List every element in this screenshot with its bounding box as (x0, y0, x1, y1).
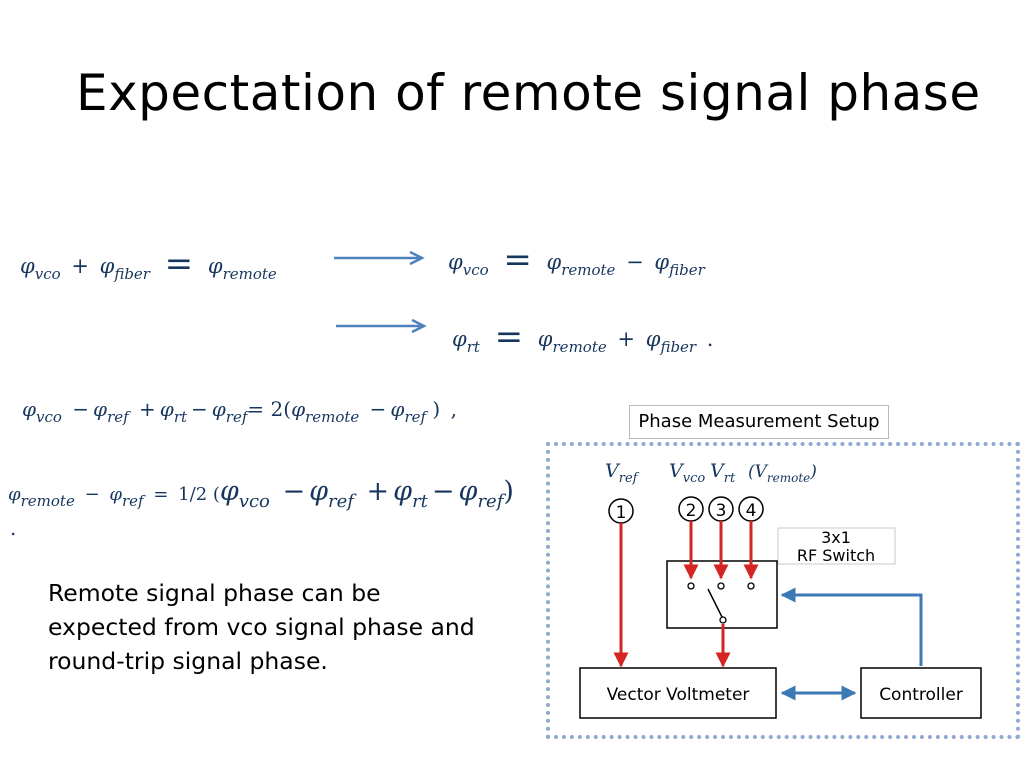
subscript-vco: vco (36, 408, 62, 426)
phi-symbol: φ (211, 397, 226, 421)
minus-operator: − (282, 476, 306, 507)
phi-symbol: φ (109, 484, 122, 505)
equation-phase-difference: φvco −φref +φrt−φref= 2(φremote −φref ) … (22, 397, 461, 425)
subscript-rt: rt (412, 491, 428, 512)
minus-operator: − (626, 250, 644, 274)
minus-operator: − (84, 484, 100, 505)
control-line-arrow (780, 587, 923, 666)
switch-label-box (777, 527, 896, 565)
two-open-paren: 2( (270, 397, 292, 421)
subscript-fiber: fiber (669, 261, 705, 279)
subscript-vco: vco (462, 261, 489, 279)
close-paren: ) (432, 397, 441, 421)
subscript-fiber: fiber (114, 265, 150, 283)
subscript-remote: remote (305, 408, 360, 426)
subscript-remote: remote (561, 261, 616, 279)
label-v-rt: Vrt (710, 460, 736, 486)
port-3: 3 (708, 496, 734, 522)
plus-operator: + (139, 397, 156, 421)
subscript-ref: ref (477, 491, 504, 512)
description-text: Remote signal phase can be expected from… (48, 579, 475, 675)
phi-symbol: φ (159, 397, 174, 421)
phi-symbol: φ (452, 327, 467, 351)
subscript-ref: ref (225, 408, 248, 426)
subscript-ref: ref (122, 492, 144, 510)
phi-symbol: φ (99, 254, 115, 278)
setup-caption: Phase Measurement Setup (629, 405, 889, 439)
phi-symbol: φ (546, 250, 562, 274)
equation-remote-phase-solution: φremote − φref = 1/2 (φvco −φref +φrt−φr… (8, 476, 514, 511)
phi-symbol: φ (537, 327, 553, 351)
right-arrow-2 (336, 318, 427, 334)
minus-operator: − (72, 397, 90, 421)
port-4: 4 (738, 496, 764, 522)
subscript-ref: ref (107, 408, 129, 426)
equation-vco-phase: φvco = φremote − φfiber (448, 240, 705, 280)
svg-text:1: 1 (616, 503, 627, 523)
period: . (706, 327, 714, 351)
phi-symbol: φ (22, 397, 37, 421)
port-1: 1 (608, 498, 634, 524)
phi-symbol: φ (390, 397, 405, 421)
phi-symbol: φ (20, 254, 35, 278)
close-paren: ) (503, 476, 514, 507)
controller-label: Controller (879, 685, 963, 705)
phi-symbol: φ (219, 476, 239, 507)
right-arrow-1 (334, 250, 425, 266)
plus-operator: + (71, 254, 89, 278)
subscript-fiber: fiber (660, 338, 697, 356)
comma: , (450, 397, 457, 421)
phi-symbol: φ (393, 476, 413, 507)
subscript-remote: remote (552, 338, 607, 356)
equation-phase-sum: φvco + φfiber = φremote (20, 244, 277, 284)
plus-operator: + (366, 476, 390, 507)
equals-operator: = (247, 397, 265, 421)
subscript-rt: rt (466, 338, 480, 356)
vector-voltmeter-label: Vector Voltmeter (607, 685, 750, 705)
equation-roundtrip-phase: φrt = φremote + φfiber . (452, 317, 717, 357)
label-v-remote: (Vremote) (748, 462, 817, 485)
subscript-ref: ref (328, 491, 354, 512)
plus-operator: + (617, 327, 636, 351)
minus-operator: − (431, 476, 455, 507)
equals-operator: = (494, 317, 524, 357)
equals-operator: = (503, 240, 532, 280)
minus-operator: − (191, 397, 208, 421)
one-half-open-paren: 1/2 ( (178, 484, 220, 505)
subscript-ref: ref (404, 408, 427, 426)
minus-operator: − (369, 397, 387, 421)
phi-symbol: φ (458, 476, 478, 507)
slide-title: Expectation of remote signal phase (76, 64, 981, 122)
phi-symbol: φ (654, 250, 670, 274)
switch-label-line1: 3x1 (821, 528, 851, 547)
vector-voltmeter-box (579, 667, 777, 719)
subscript-remote: remote (20, 492, 75, 510)
controller-box (860, 667, 982, 719)
phi-symbol: φ (645, 327, 661, 351)
phi-symbol: φ (207, 254, 223, 278)
label-v-vco: Vvco (669, 460, 705, 486)
switch-contacts (687, 582, 755, 624)
phi-symbol: φ (8, 484, 21, 505)
phi-symbol: φ (291, 397, 306, 421)
equals-operator: = (153, 484, 169, 505)
phi-symbol: φ (448, 250, 463, 274)
subscript-remote: remote (222, 265, 277, 283)
svg-text:4: 4 (746, 501, 757, 521)
equals-operator: = (164, 244, 194, 284)
subscript-vco: vco (34, 265, 61, 283)
svg-text:3: 3 (716, 501, 727, 521)
label-v-ref: Vref (605, 460, 640, 486)
phi-symbol: φ (309, 476, 329, 507)
switch-label-line2: RF Switch (797, 546, 875, 565)
setup-frame (546, 442, 1020, 739)
subscript-vco: vco (238, 491, 270, 512)
period: . (10, 516, 17, 540)
port-2: 2 (678, 496, 704, 522)
phi-symbol: φ (93, 397, 108, 421)
subscript-rt: rt (173, 408, 188, 426)
svg-text:2: 2 (686, 501, 697, 521)
